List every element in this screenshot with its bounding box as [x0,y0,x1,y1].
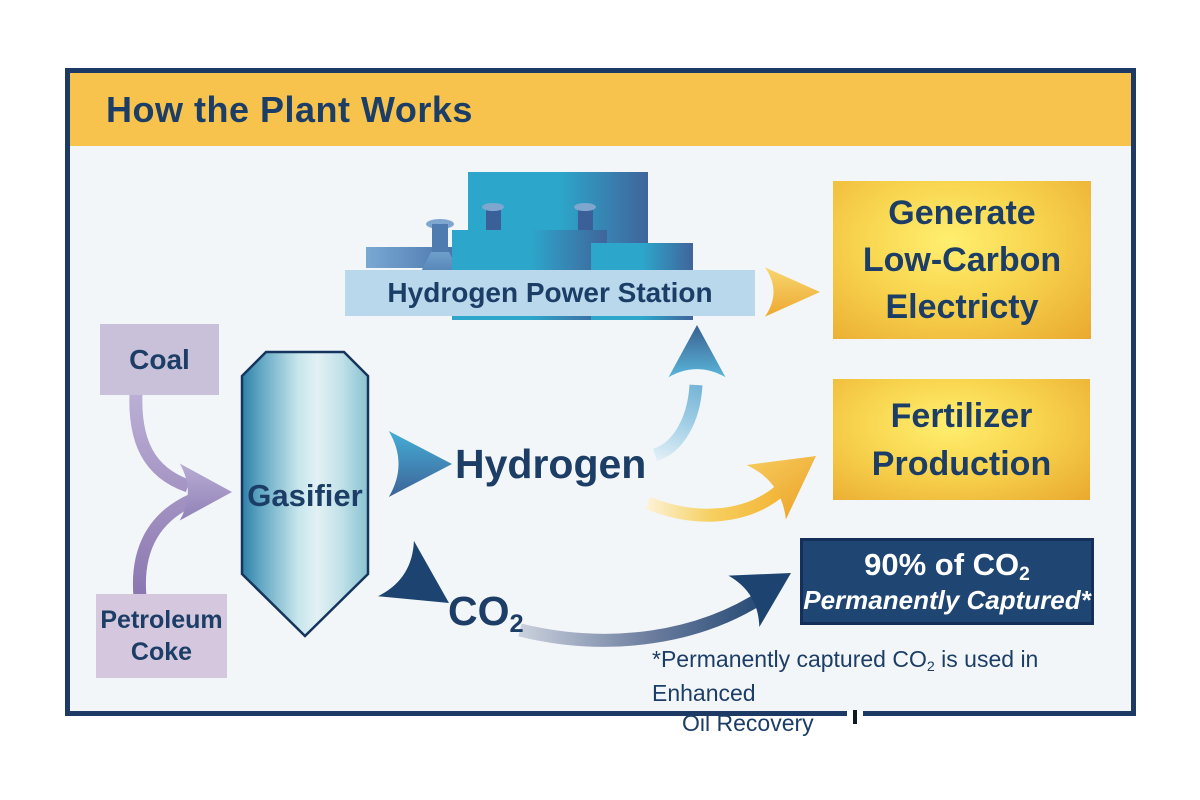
station-chimney-2-cap [574,203,596,211]
station-to-electricity-arrowhead-icon [765,267,820,317]
coal-flow-arrow-icon [129,391,191,493]
station-chimney-1-cap [482,203,504,211]
hydrogen-to-station-arrow-icon [652,384,703,462]
petroleum-coke-box: Petroleum Coke [96,594,227,678]
footnote-line1: *Permanently captured CO2 is used in Enh… [652,644,1122,708]
hydrogen-label: Hydrogen [455,441,647,487]
hydrogen-to-fertilizer-arrow-icon [645,483,788,522]
station-chimney-2 [578,207,593,233]
fertilizer-output-box: Fertilizer Production [833,379,1090,500]
co2-subscript: 2 [509,610,524,639]
footnote-line2: Oil Recovery [682,710,814,736]
station-chimney-1 [486,207,501,233]
co2-base: CO [448,588,510,634]
capture-line1-base: 90% of CO [864,547,1020,582]
electricity-line3: Electricty [885,287,1039,326]
capture-line1: 90% of CO2 [864,547,1030,586]
electricity-line1: Generate [888,193,1036,232]
gasifier-label: Gasifier [247,478,363,513]
electricity-line2: Low-Carbon [862,240,1062,279]
hydrogen-to-station-arrowhead-icon [668,325,726,378]
coal-box: Coal [100,324,219,395]
electricity-output-box: Generate Low-Carbon Electricty [833,181,1091,339]
capture-line2: Permanently Captured* [803,585,1091,615]
capture-line1-subscript: 2 [1019,564,1030,586]
gasifier-vessel [240,350,370,638]
co2-capture-box: 90% of CO2 Permanently Captured* [800,538,1094,625]
fertilizer-line2: Production [871,444,1052,483]
page-title: How the Plant Works [106,88,473,130]
hydrogen-arrowhead-icon [388,431,452,497]
coal-label: Coal [129,343,190,375]
co2-to-capture-arrow-icon [518,589,769,647]
petcoke-flow-arrow-icon [132,494,195,598]
power-station-banner: Hydrogen Power Station [345,270,755,316]
footnote-line1-before: *Permanently captured CO [652,646,927,672]
petroleum-coke-label-line1: Petroleum [100,605,223,634]
power-station-label: Hydrogen Power Station [387,277,713,308]
co2-label: CO2 [448,588,524,639]
footnote-line1-subscript: 2 [926,658,935,675]
fertilizer-line1: Fertilizer [890,396,1033,435]
title-band: How the Plant Works [70,73,1131,146]
footnote-line1-after: is used in Enhanced [652,646,1039,706]
station-funnel-neck [432,224,448,254]
feed-arrowhead-icon [179,463,232,521]
petroleum-coke-label-line2: Coke [130,638,193,666]
footnote: *Permanently captured CO2 is used in Enh… [652,644,1122,738]
cursor-artifact [853,710,857,724]
